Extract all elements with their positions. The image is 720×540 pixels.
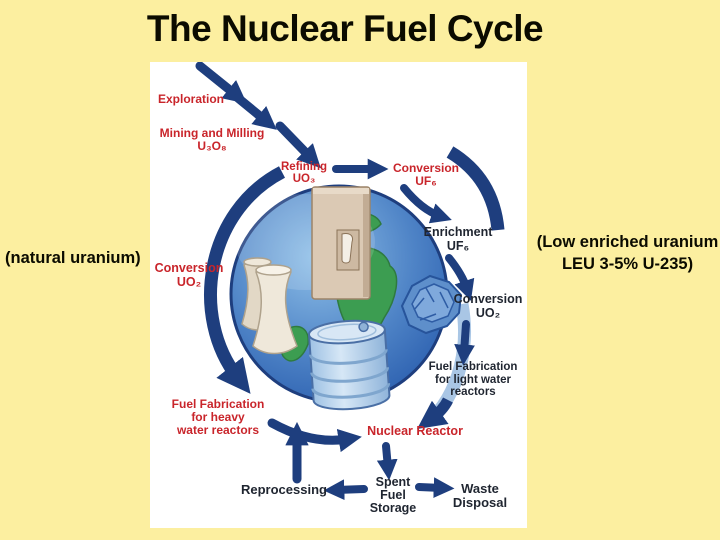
slide-title: The Nuclear Fuel Cycle (146, 8, 544, 49)
label-enrichment: Enrichment UF₆ (423, 225, 493, 253)
label-waste-disposal: Waste Disposal (452, 481, 508, 510)
label-exploration: Exploration (158, 92, 225, 106)
fuel-cycle-diagram: Exploration Mining and Milling U₃O₈ Refi… (150, 62, 527, 528)
cooling-towers-icon (241, 257, 298, 355)
label-fuel-fabrication-heavy-water: Fuel Fabrication for heavy water reactor… (171, 397, 265, 437)
cycle-step-arrows (195, 62, 475, 501)
label-conversion-uo2-left: Conversion UO₂ (154, 261, 224, 289)
label-mining-and-milling: Mining and Milling U₃O₈ (159, 126, 265, 153)
label-nuclear-reactor: Nuclear Reactor (367, 424, 463, 438)
fuel-cycle-graphic (195, 62, 505, 501)
label-conversion-uo2-right: Conversion UO₂ (453, 292, 523, 320)
low-enriched-uranium-note: (Low enriched uranium LEU 3-5% U-235) (536, 233, 719, 273)
label-refining: Refining UO₃ (281, 161, 327, 186)
uranium-ore-icon (400, 274, 463, 335)
label-conversion-uf6: Conversion UF₆ (392, 161, 459, 188)
label-reprocessing: Reprocessing (241, 482, 327, 497)
fuel-panel-icon (311, 186, 371, 300)
natural-uranium-note: (natural uranium) (5, 249, 141, 267)
label-fuel-fabrication-light-water: Fuel Fabrication for light water reactor… (428, 361, 518, 399)
fuel-drum-icon (307, 319, 391, 411)
label-spent-fuel-storage: Spent Fuel Storage (369, 475, 417, 516)
